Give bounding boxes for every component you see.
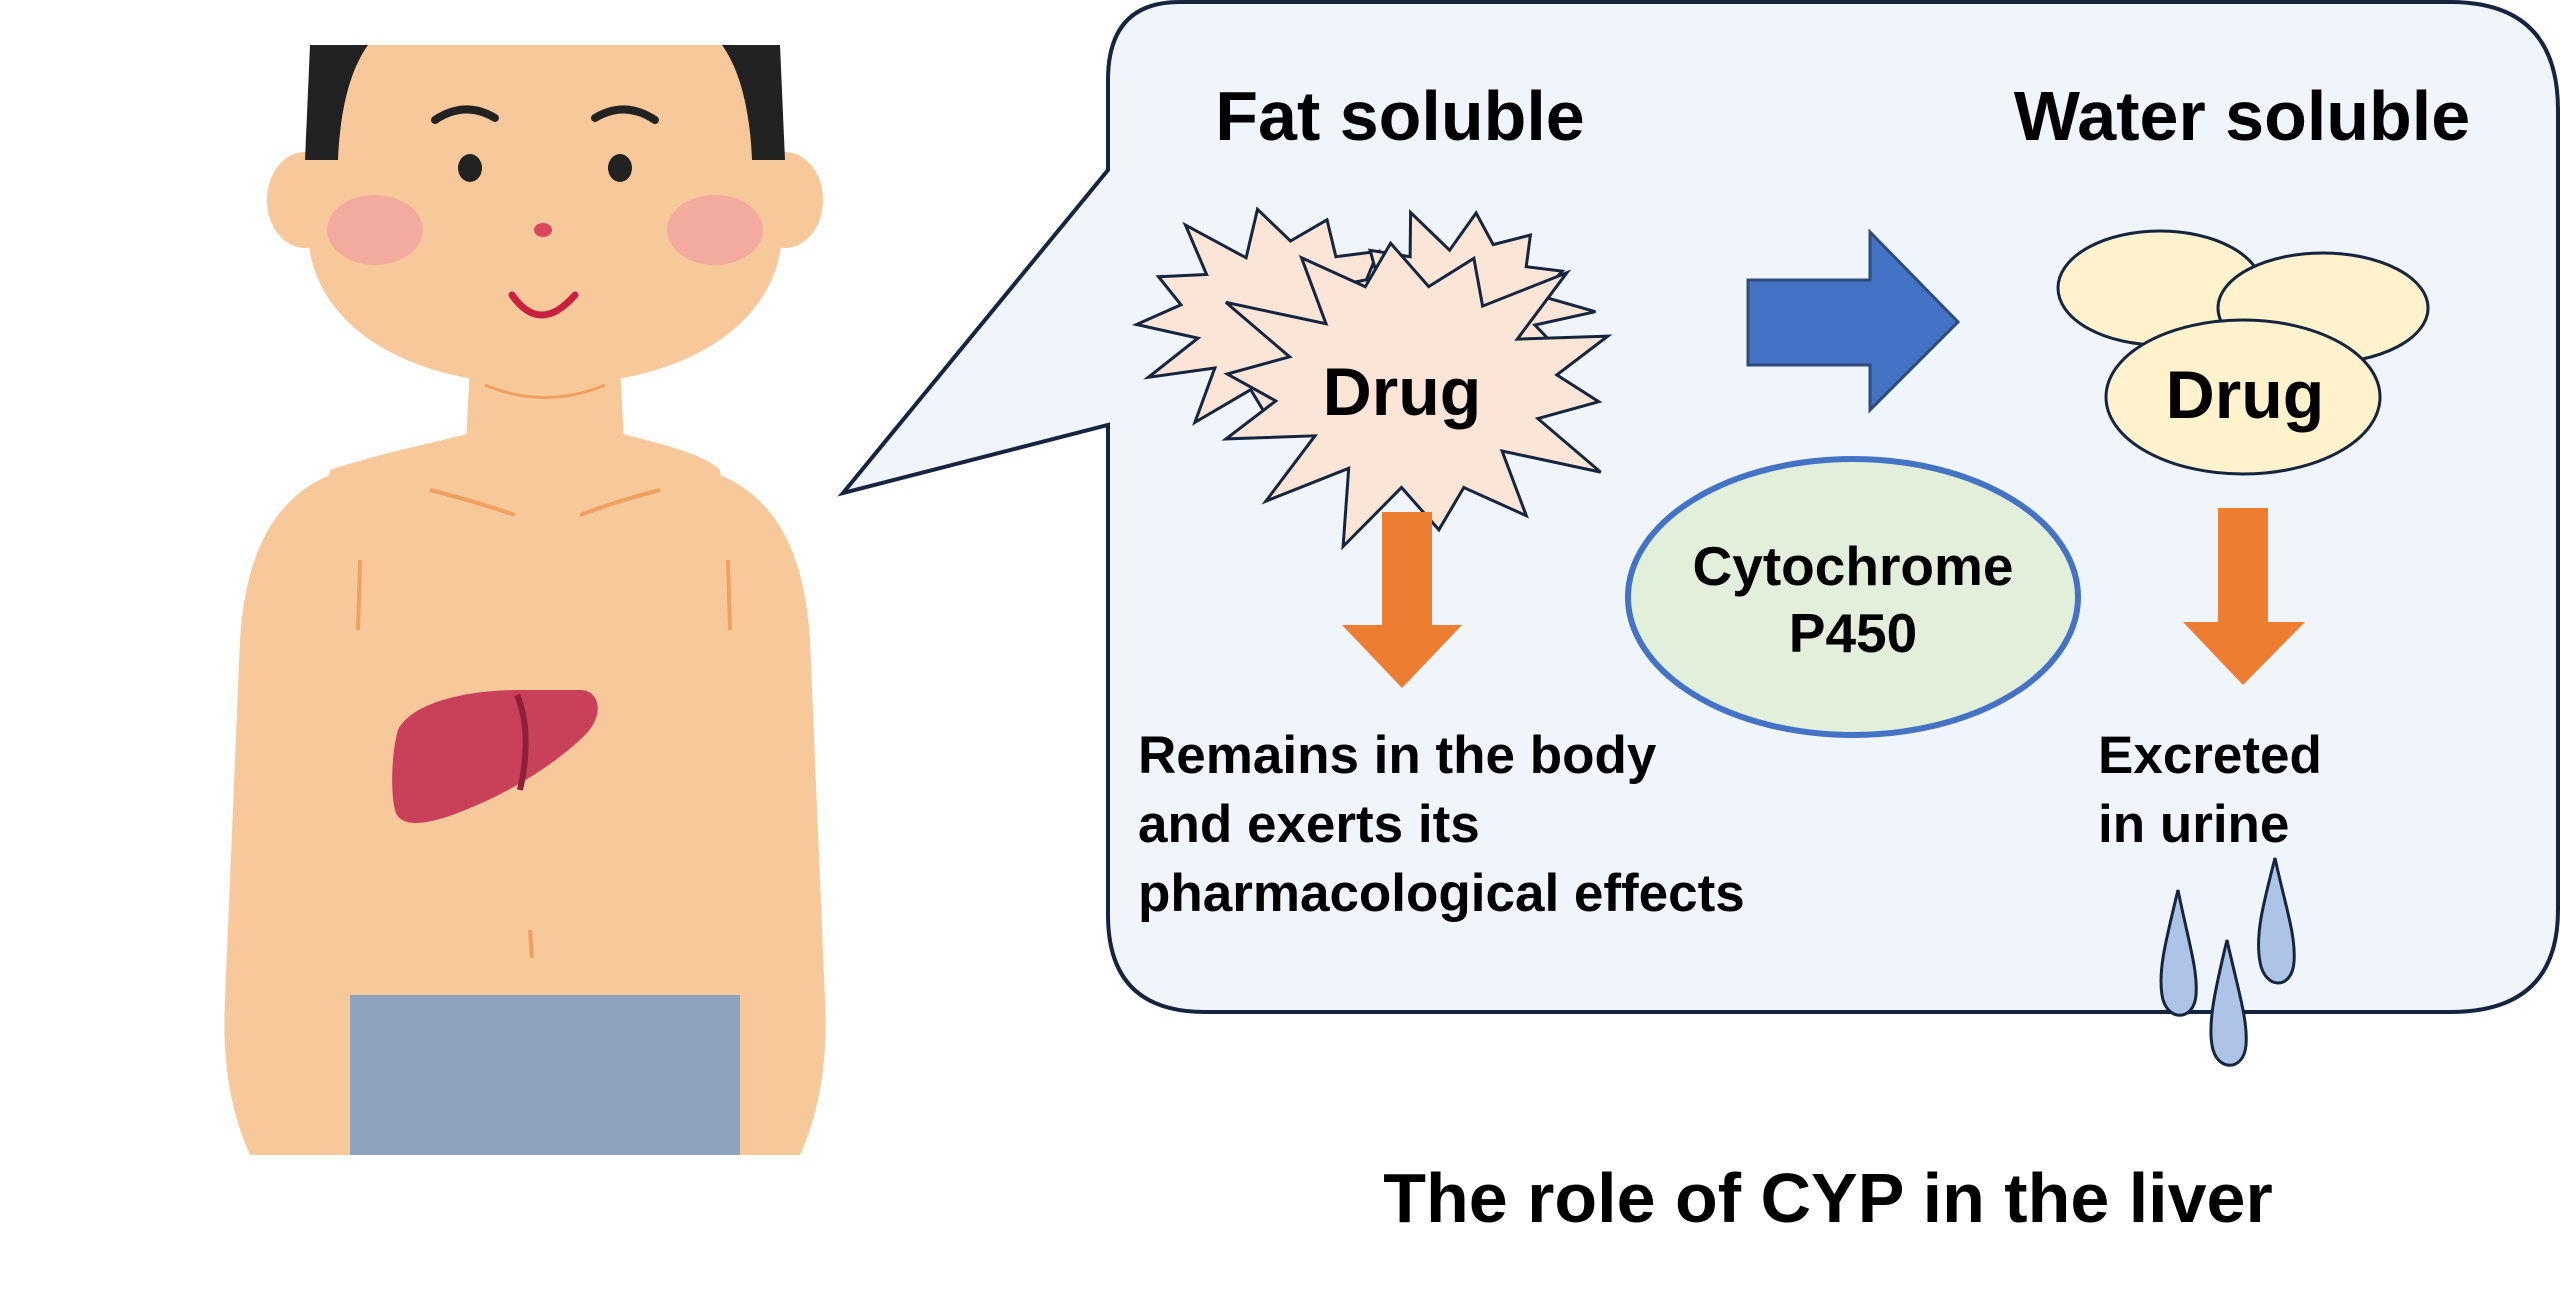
fat-outcome-text: Remains in the body and exerts its pharm… xyxy=(1138,726,1745,923)
head xyxy=(308,45,782,385)
water-outcome-line-1: Excreted xyxy=(2098,726,2322,785)
enzyme-label-line1: Cytochrome xyxy=(1693,535,2014,597)
transform-arrow xyxy=(1746,228,1961,414)
torso xyxy=(310,430,740,1155)
fat-outcome-line-3: pharmacological effects xyxy=(1138,864,1745,923)
fat-soluble-heading: Fat soluble xyxy=(1215,77,1584,155)
water-drug-label: Drug xyxy=(2166,357,2325,433)
fat-drug-label: Drug xyxy=(1323,354,1482,430)
diagram-caption: The role of CYP in the liver xyxy=(1383,1159,2272,1237)
water-outcome-line-2: in urine xyxy=(2098,795,2289,854)
shorts xyxy=(350,995,740,1155)
water-soluble-heading: Water soluble xyxy=(2014,77,2470,155)
water-outcome-arrow xyxy=(2183,508,2305,685)
urine-drops-icon xyxy=(2159,857,2296,1067)
fat-outcome-line-1: Remains in the body xyxy=(1138,726,1657,785)
water-outcome-text: Excreted in urine xyxy=(2098,726,2337,854)
fat-outcome-line-2: and exerts its xyxy=(1138,795,1480,854)
cytochrome-p450-enzyme: Cytochrome P450 xyxy=(1625,456,2081,738)
person-illustration xyxy=(224,45,826,1155)
enzyme-label-line2: P450 xyxy=(1789,602,1917,664)
water-soluble-drug: Drug xyxy=(2056,229,2430,476)
fat-outcome-arrow xyxy=(1342,512,1462,688)
neck-shadow xyxy=(484,383,606,399)
liver-icon xyxy=(392,690,598,823)
fat-soluble-drug: Drug xyxy=(1131,206,1613,551)
hair xyxy=(305,45,368,160)
